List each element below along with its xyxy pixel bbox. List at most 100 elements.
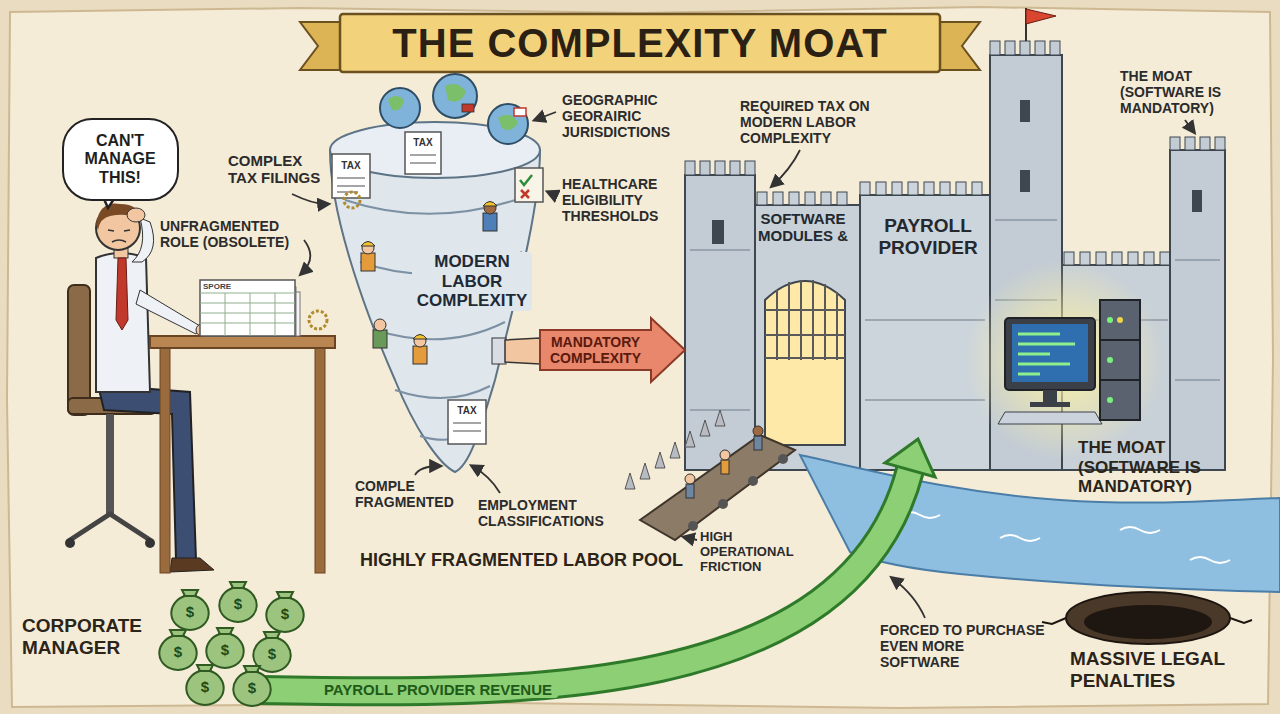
- manager-illustration-part: [200, 293, 295, 336]
- tornado-illustration-part-part: [361, 242, 375, 247]
- tornado-illustration-part: [410, 155, 436, 163]
- computer-illustration-part: [1100, 300, 1140, 420]
- money-symbol: $: [228, 595, 248, 612]
- tornado-illustration-part: [521, 190, 529, 198]
- castle-illustration-part: [715, 161, 725, 175]
- computer-illustration-part: [1018, 334, 1075, 374]
- castle-illustration-part: [924, 182, 934, 195]
- penalty-pit-part: [1042, 618, 1252, 624]
- tornado-illustration-part: [361, 242, 375, 272]
- castle-illustration-part: [712, 220, 724, 244]
- computer-illustration-part: [1107, 317, 1113, 323]
- castle-illustration-part: [1200, 137, 1210, 150]
- conveyor-belt-part: [720, 450, 730, 474]
- castle-illustration-part: [1144, 252, 1154, 265]
- tornado-illustration-part: [337, 178, 365, 192]
- manager-illustration-part: [160, 348, 170, 573]
- penalty-label: MASSIVE LEGAL PENALTIES: [1070, 648, 1260, 692]
- manager-illustration-part: [170, 558, 214, 572]
- castle-illustration-part: [1035, 41, 1045, 55]
- spikes-part: [640, 463, 650, 479]
- castle-illustration-part: [730, 161, 740, 175]
- castle-illustration-part: [876, 182, 886, 195]
- money-symbol: $: [275, 605, 295, 622]
- conveyor-belt-part-part: [720, 450, 730, 460]
- leader-lines-part: [892, 578, 925, 618]
- manager-illustration: [65, 190, 335, 573]
- spikes-part: [685, 431, 695, 447]
- node-text: CAN'T MANAGE THIS!: [80, 132, 160, 187]
- castle-illustration-part: [892, 182, 902, 195]
- castle-illustration-part: [1096, 252, 1106, 265]
- money-symbol: $: [215, 641, 235, 658]
- tornado-illustration-part-part: [361, 253, 375, 271]
- diagram-title: THE COMPLEXITY MOAT: [340, 14, 940, 72]
- node-text: SOFTWARE MODULES &: [750, 210, 856, 245]
- castle-illustration-part: [821, 192, 831, 205]
- conveyor-belt-part-part: [685, 474, 695, 484]
- castle-illustration-part: [956, 182, 966, 195]
- computer-illustration-part: [1107, 397, 1113, 403]
- tornado-illustration-part-part: [414, 335, 426, 347]
- annotation-label: COMPLE FRAGMENTED: [355, 478, 460, 510]
- leader-lines-part: [535, 112, 556, 120]
- tornado-illustration-part: [498, 115, 518, 130]
- revenue-arrow: [260, 439, 935, 691]
- computer-illustration-part: [965, 260, 1165, 460]
- tornado-illustration-part: [492, 338, 506, 364]
- money-symbol: $: [180, 603, 200, 620]
- moat-river-part: [900, 512, 1230, 563]
- tornado-illustration-part: [448, 400, 486, 444]
- block-arrow: [540, 318, 685, 382]
- title-ribbon: [300, 14, 980, 72]
- money-bags: [159, 582, 303, 706]
- tornado-illustration-part: [520, 175, 532, 185]
- tornado-illustration-part: [405, 132, 441, 174]
- spikes-part: [700, 420, 710, 436]
- money-bags-part: [186, 665, 223, 705]
- revenue-arrow-part: [885, 439, 935, 477]
- paper-label: TAX: [405, 137, 441, 149]
- tornado-illustration-part-part: [373, 330, 387, 348]
- gate-region: SOFTWARE MODULES &: [748, 208, 858, 448]
- spikes-part: [625, 473, 635, 489]
- computer-illustration-part: [1107, 357, 1113, 363]
- money-symbol: $: [168, 643, 188, 660]
- castle-illustration-part: [765, 281, 845, 445]
- leader-lines-part: [684, 537, 697, 540]
- manager-illustration-part: [200, 280, 295, 336]
- tornado-illustration-part: [380, 88, 420, 128]
- speech-bubble: CAN'T MANAGE THIS!: [62, 118, 179, 201]
- conveyor-belt-part: [753, 426, 763, 450]
- castle-illustration-part: [1185, 137, 1195, 150]
- tornado-illustration-part: [483, 202, 497, 232]
- tornado-illustration-part: [515, 168, 543, 202]
- tornado-illustration-part-part: [362, 242, 374, 254]
- castle-illustration-part: [1050, 41, 1060, 55]
- edge-label: MANDATORY COMPLEXITY: [543, 334, 648, 366]
- conveyor-belt: [640, 426, 795, 540]
- tornado-illustration-part: [344, 192, 360, 208]
- castle-illustration-part: [972, 182, 982, 195]
- annotation-label: REQUIRED TAX ON MODERN LABOR COMPLEXITY: [740, 98, 890, 146]
- conveyor-belt-part: [718, 499, 728, 509]
- leader-lines-part: [1185, 120, 1194, 132]
- castle-illustration-part: [1020, 100, 1030, 122]
- castle-illustration-part: [837, 192, 847, 205]
- castle-illustration-part: [1005, 41, 1015, 55]
- castle-illustration-part: [1020, 41, 1030, 55]
- castle-illustration-part: [757, 192, 767, 205]
- tornado-illustration-part-part: [413, 346, 427, 364]
- manager-illustration-part: [70, 514, 150, 540]
- section-label: HIGHLY FRAGMENTED LABOR POOL: [360, 550, 700, 571]
- manager-illustration-part: [136, 290, 200, 334]
- leader-lines: [292, 112, 1194, 618]
- computer-illustration-part: [1100, 340, 1140, 380]
- tornado-illustration: [309, 74, 545, 472]
- money-bags-part: [266, 592, 303, 632]
- manager-illustration-part: [150, 336, 335, 348]
- castle-illustration-part: [1170, 137, 1180, 150]
- tornado-illustration-part: [453, 423, 481, 431]
